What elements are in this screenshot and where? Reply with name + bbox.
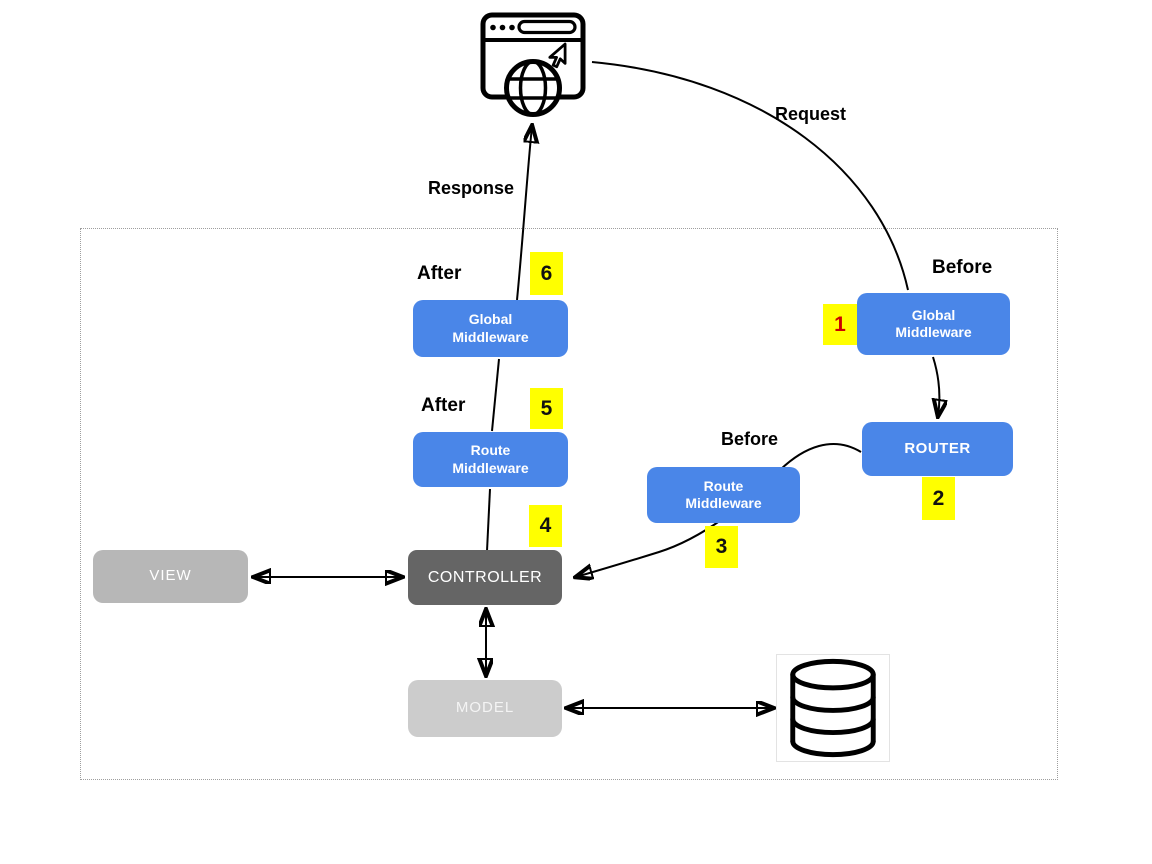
phase-label-before-global: Before [932, 257, 993, 278]
step-badge-6: 6 [530, 252, 563, 295]
node-label: MODEL [455, 699, 515, 717]
node-model: MODEL [408, 680, 562, 737]
response-label: Response [428, 178, 515, 198]
node-label: ROUTER [904, 439, 971, 457]
node-label: Route Middleware [452, 442, 529, 476]
phase-label-after-global: After [417, 263, 462, 284]
dotted-boundary-frame [80, 228, 1058, 780]
node-controller: CONTROLLER [408, 550, 562, 605]
step-badge-1: 1 [823, 304, 857, 345]
node-router: ROUTER [862, 422, 1013, 476]
node-global-middleware-after: Global Middleware [413, 300, 568, 357]
node-global-middleware-before: Global Middleware [857, 293, 1010, 355]
step-badge-3: 3 [705, 526, 738, 568]
node-label: CONTROLLER [427, 568, 543, 586]
node-label: Global Middleware [895, 306, 972, 341]
phase-label-before-route: Before [721, 429, 779, 449]
step-badge-5: 5 [530, 388, 563, 429]
cursor-arrow-icon [548, 42, 567, 69]
browser-window-icon [480, 12, 586, 117]
node-route-middleware-after: Route Middleware [413, 432, 568, 487]
step-badge-4: 4 [529, 505, 562, 547]
phase-label-after-route: After [421, 395, 466, 416]
node-label: VIEW [149, 567, 192, 585]
node-label: Global Middleware [452, 311, 529, 345]
database-icon [776, 654, 890, 762]
request-label: Request [775, 104, 847, 124]
node-label: Route Middleware [685, 477, 762, 512]
node-route-middleware-before: Route Middleware [647, 467, 800, 523]
node-view: VIEW [93, 550, 248, 603]
step-badge-2: 2 [922, 477, 955, 520]
globe-icon [504, 59, 562, 117]
